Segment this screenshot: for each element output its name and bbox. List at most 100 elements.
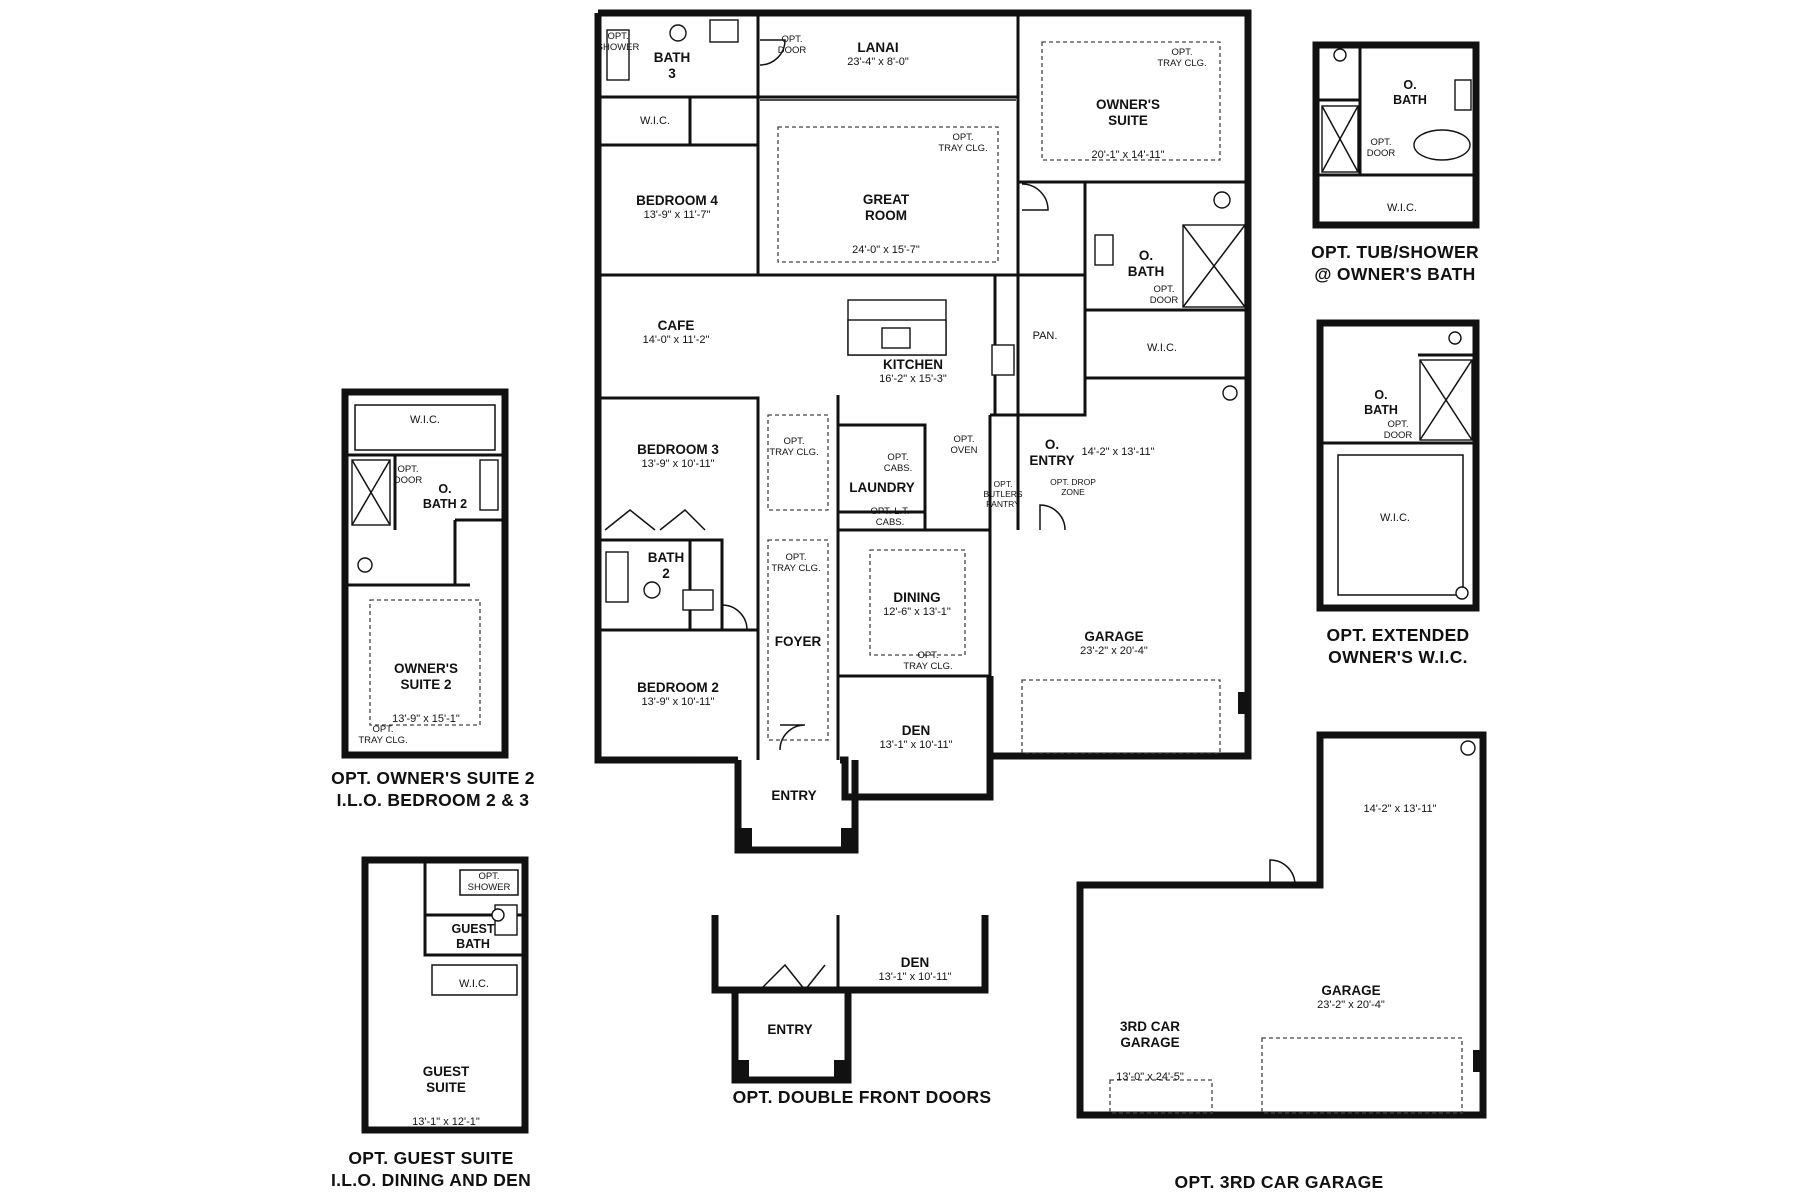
note-opt-door-obath: OPT. DOOR	[1149, 284, 1179, 306]
ts-obath: O. BATH	[1393, 78, 1427, 107]
bedroom2-label: BEDROOM 2 13'-9" x 10'-11"	[637, 680, 719, 709]
caption-opt-guest-suite: OPT. GUEST SUITE I.L.O. DINING AND DEN	[330, 1148, 532, 1190]
dining-name: DINING	[893, 590, 941, 605]
note-opt-tray-owner: OPT. TRAY CLG.	[1157, 47, 1207, 69]
caption-opt-tub-shower: OPT. TUB/SHOWER @ OWNER'S BATH	[1311, 242, 1479, 284]
note-opt-lt-cabs: OPT. L.T. CABS.	[870, 506, 910, 528]
note-opt-tray-great: OPT. TRAY CLG.	[938, 132, 988, 154]
bedroom4-dim: 13'-9" x 11'-7"	[643, 209, 711, 222]
caption-opt-owners-suite2: OPT. OWNER'S SUITE 2 I.L.O. BEDROOM 2 & …	[331, 768, 535, 810]
wic-owner: W.I.C.	[1147, 342, 1177, 354]
cafe-label: CAFE 14'-0" x 11'-2"	[643, 318, 710, 347]
note-opt-drop: OPT. DROP ZONE	[1050, 477, 1096, 497]
ew-opt-door: OPT. DOOR	[1383, 419, 1413, 441]
note-opt-tray-bed3: OPT. TRAY CLG.	[769, 436, 819, 458]
o-bath-name: O. BATH	[1127, 248, 1165, 280]
ew-obath: O. BATH	[1364, 388, 1398, 417]
os2-suite-name: OWNER'S SUITE 2	[394, 661, 458, 693]
note-opt-butlers: OPT. BUTLERS PANTRY	[983, 479, 1023, 509]
garage-ext-dim: 14'-2" x 13'-11"	[1081, 446, 1155, 458]
os2-opt-door: OPT. DOOR	[393, 464, 423, 486]
tc-garage-dim: 23'-2" x 20'-4"	[1317, 999, 1385, 1012]
ew-wic: W.I.C.	[1380, 512, 1410, 524]
garage-name: GARAGE	[1084, 629, 1144, 644]
bedroom2-dim: 13'-9" x 10'-11"	[641, 696, 715, 709]
note-opt-tray-dining: OPT. TRAY CLG.	[903, 650, 953, 672]
bedroom3-dim: 13'-9" x 10'-11"	[641, 458, 715, 471]
great-room-label: GREAT ROOM 24'-0" x 15'-7"	[852, 173, 920, 276]
great-room-dim: 24'-0" x 15'-7"	[852, 243, 920, 256]
dd-den-label: DEN 13'-1" x 10'-11"	[879, 955, 952, 984]
bedroom3-label: BEDROOM 3 13'-9" x 10'-11"	[637, 442, 719, 471]
note-opt-tray-foyer: OPT. TRAY CLG.	[771, 552, 821, 574]
opt-owners-suite2-plan	[341, 388, 509, 759]
den-name: DEN	[901, 723, 931, 738]
caption-opt-3rd-car: OPT. 3RD CAR GARAGE	[1174, 1172, 1384, 1192]
cafe-dim: 14'-0" x 11'-2"	[642, 334, 710, 347]
tc-garage-label: GARAGE 23'-2" x 20'-4"	[1317, 983, 1385, 1012]
opt-tub-shower-plan	[1312, 41, 1480, 229]
bedroom3-name: BEDROOM 3	[637, 442, 719, 457]
kitchen-name: KITCHEN	[883, 357, 943, 372]
bath3-name: BATH 3	[653, 50, 691, 82]
tc-garage-name: GARAGE	[1321, 983, 1381, 998]
o-entry-name: O. ENTRY	[1029, 437, 1075, 469]
laundry-name: LAUNDRY	[849, 480, 915, 495]
cafe-name: CAFE	[657, 318, 695, 333]
kitchen-dim: 16'-2" x 15'-3"	[879, 373, 947, 386]
dd-den-dim: 13'-1" x 10'-11"	[878, 971, 952, 984]
ts-opt-door: OPT. DOOR	[1366, 137, 1396, 159]
os2-suite-label: OWNER'S SUITE 2 13'-9" x 15'-1"	[392, 642, 460, 745]
garage-label: GARAGE 23'-2" x 20'-4"	[1080, 629, 1148, 658]
caption-opt-double-doors: OPT. DOUBLE FRONT DOORS	[732, 1087, 992, 1107]
note-opt-shower: OPT. SHOWER	[596, 31, 640, 53]
os2-obath2: O. BATH 2	[422, 482, 468, 511]
bedroom2-name: BEDROOM 2	[637, 680, 719, 695]
dd-entry: ENTRY	[767, 1022, 813, 1037]
note-opt-cabs: OPT. CABS.	[883, 452, 913, 474]
foyer-name: FOYER	[774, 634, 822, 649]
bedroom4-label: BEDROOM 4 13'-9" x 11'-7"	[636, 193, 718, 222]
os2-suite-dim: 13'-9" x 15'-1"	[392, 712, 460, 725]
gs-opt-shower: OPT. SHOWER	[467, 871, 511, 893]
den-label: DEN 13'-1" x 10'-11"	[880, 723, 953, 752]
opt-double-doors-plan	[711, 915, 989, 1084]
dining-dim: 12'-6" x 13'-1"	[883, 606, 951, 619]
gs-suite-dim: 13'-1" x 12'-1"	[412, 1115, 480, 1128]
lanai-label: LANAI 23'-4" x 8'-0"	[847, 40, 909, 69]
gs-guest-bath: GUEST BATH	[451, 922, 495, 951]
tc-third-label: 3RD CAR GARAGE 13'-0" x 24'-5"	[1116, 1000, 1184, 1103]
gs-suite-name: GUEST SUITE	[422, 1064, 470, 1096]
kitchen-label: KITCHEN 16'-2" x 15'-3"	[879, 357, 947, 386]
opt-extended-wic-plan	[1316, 319, 1480, 612]
tc-ext-dim: 14'-2" x 13'-11"	[1363, 803, 1437, 815]
os2-wic: W.I.C.	[410, 414, 440, 426]
main-plan	[594, 9, 1252, 854]
tc-third-dim: 13'-0" x 24'-5"	[1116, 1070, 1184, 1083]
entry-name: ENTRY	[771, 788, 817, 803]
garage-dim: 23'-2" x 20'-4"	[1080, 645, 1148, 658]
owners-suite-name: OWNER'S SUITE	[1096, 97, 1160, 129]
gs-suite-label: GUEST SUITE 13'-1" x 12'-1"	[412, 1045, 480, 1148]
bath2-name: BATH 2	[647, 550, 685, 582]
dining-label: DINING 12'-6" x 13'-1"	[883, 590, 951, 619]
wic-bed4: W.I.C.	[640, 115, 670, 127]
owners-suite-dim: 20'-1" x 14'-11"	[1091, 148, 1165, 161]
ts-wic: W.I.C.	[1387, 202, 1417, 214]
lanai-name: LANAI	[857, 40, 899, 55]
owners-suite-label: OWNER'S SUITE 20'-1" x 14'-11"	[1092, 78, 1165, 181]
pantry-name: PAN.	[1032, 330, 1058, 342]
note-opt-door-lanai: OPT. DOOR	[777, 34, 807, 56]
note-opt-oven: OPT. OVEN	[950, 434, 978, 456]
os2-opt-tray: OPT. TRAY CLG.	[358, 724, 408, 746]
gs-wic: W.I.C.	[459, 978, 489, 990]
lanai-dim: 23'-4" x 8'-0"	[847, 56, 909, 69]
opt-guest-suite-plan	[361, 856, 529, 1134]
den-dim: 13'-1" x 10'-11"	[879, 739, 953, 752]
bedroom4-name: BEDROOM 4	[636, 193, 718, 208]
opt-3rd-car-plan	[1076, 731, 1487, 1119]
dd-den-name: DEN	[900, 955, 930, 970]
caption-opt-extended-wic: OPT. EXTENDED OWNER'S W.I.C.	[1326, 625, 1470, 667]
great-room-name: GREAT ROOM	[862, 192, 910, 224]
